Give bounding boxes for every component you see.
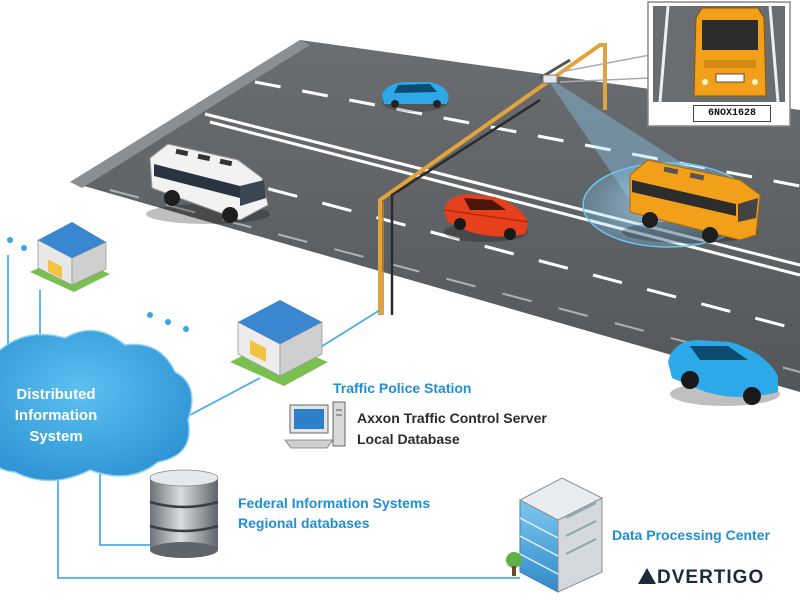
tree-icon <box>506 552 522 568</box>
ellipsis-dots <box>7 237 189 332</box>
yellow-bus <box>622 159 761 243</box>
advertigo-watermark: DVERTIGO <box>638 566 764 590</box>
data-processing-center-label: Data Processing Center <box>612 527 770 543</box>
camera-gantry <box>378 43 607 315</box>
white-bus <box>146 143 270 224</box>
federal-label-line2: Regional databases <box>238 515 370 531</box>
data-center-building <box>506 477 604 593</box>
server-label-line2: Local Database <box>357 431 460 447</box>
advertigo-logo-icon <box>638 568 656 584</box>
license-plate-label: 6NOX1628 <box>693 105 771 122</box>
camera-icon <box>542 74 558 84</box>
watermark-text: DVERTIGO <box>657 567 765 588</box>
database-icon <box>149 469 219 558</box>
cloud-label: Distributed Information System <box>0 384 112 447</box>
federal-label-line1: Federal Information Systems <box>238 495 431 511</box>
cloud-label-line1: Distributed <box>16 386 96 403</box>
distributed-cloud <box>0 329 193 482</box>
cloud-label-line2: Information <box>14 407 98 424</box>
red-car <box>443 194 529 242</box>
server-computer-icon <box>284 401 346 449</box>
server-label-line1: Axxon Traffic Control Server <box>357 410 547 426</box>
blue-car-top <box>382 82 449 112</box>
station-building-small <box>30 222 110 292</box>
cloud-label-line3: System <box>29 428 83 445</box>
traffic-police-station-label: Traffic Police Station <box>333 380 472 396</box>
blue-car-bottom <box>668 340 780 406</box>
station-building-police <box>230 300 328 386</box>
